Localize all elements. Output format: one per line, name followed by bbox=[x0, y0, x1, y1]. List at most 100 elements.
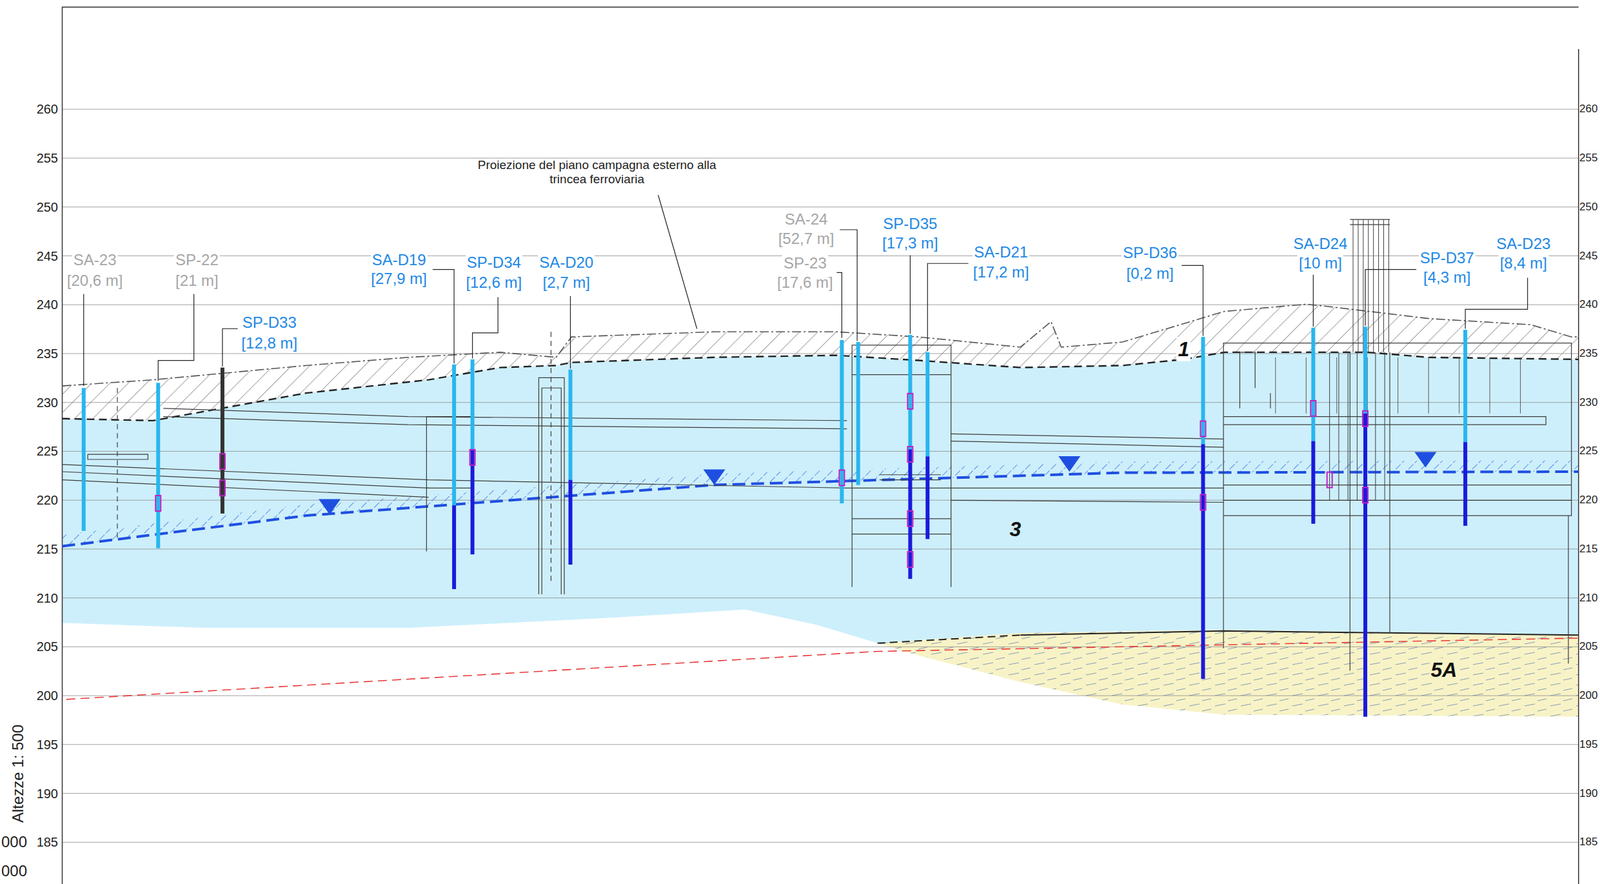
elevation-tick: 240 bbox=[1579, 297, 1598, 311]
column-line bbox=[1428, 357, 1430, 414]
borehole-name: SA-D21 bbox=[972, 243, 1030, 262]
structure-outline bbox=[538, 377, 565, 594]
annotation: Proiezione del piano campagna esterno al… bbox=[477, 158, 717, 188]
borehole bbox=[156, 382, 160, 548]
borehole-name: SA-23 bbox=[72, 251, 119, 270]
tower-line bbox=[1372, 219, 1374, 353]
column-line bbox=[1397, 357, 1399, 414]
column-line bbox=[1384, 352, 1386, 500]
tower-line bbox=[1378, 219, 1379, 353]
grid-line bbox=[62, 450, 1579, 452]
tower-line bbox=[1383, 219, 1384, 353]
elevation-tick: 195 bbox=[36, 736, 59, 752]
axis-dashed bbox=[550, 331, 552, 582]
borehole-screen bbox=[925, 455, 930, 539]
elevation-tick: 210 bbox=[1579, 591, 1598, 605]
tower-line bbox=[1388, 219, 1390, 353]
borehole bbox=[1363, 326, 1368, 413]
grid-line bbox=[62, 108, 1579, 110]
borehole-screen bbox=[470, 448, 475, 554]
column-line bbox=[1305, 357, 1307, 414]
leader-line bbox=[927, 263, 968, 351]
borehole-name: SP-23 bbox=[782, 254, 829, 273]
elevation-tick: 240 bbox=[36, 297, 59, 313]
borehole bbox=[908, 334, 912, 449]
grid-line bbox=[62, 841, 1579, 843]
borehole-depth: [27,9 m] bbox=[369, 269, 429, 288]
structure-outline bbox=[87, 454, 148, 460]
borehole-screen bbox=[1200, 443, 1205, 679]
grid-line bbox=[62, 206, 1579, 208]
borehole bbox=[925, 352, 930, 456]
borehole-depth: [2,7 m] bbox=[541, 273, 591, 292]
borehole-name: SP-D34 bbox=[465, 253, 523, 272]
leader-line bbox=[839, 229, 858, 341]
layer-number: 5A bbox=[1429, 657, 1459, 682]
permeability-test bbox=[1200, 421, 1206, 437]
layer-boundary bbox=[877, 634, 1021, 643]
structure-outline bbox=[951, 433, 1224, 439]
elevation-tick: 250 bbox=[1579, 200, 1598, 214]
elevation-tick: 260 bbox=[1579, 103, 1598, 117]
borehole-depth: [12,6 m] bbox=[464, 273, 524, 292]
permeability-test bbox=[907, 510, 913, 527]
elevation-tick: 230 bbox=[1579, 395, 1598, 409]
structure-outline bbox=[426, 487, 472, 489]
elevation-tick: 205 bbox=[1579, 640, 1598, 654]
structure-outline bbox=[1269, 392, 1271, 409]
water-level-marker bbox=[318, 498, 341, 514]
elevation-tick: 235 bbox=[1579, 346, 1598, 360]
structure-outline bbox=[163, 416, 847, 429]
column-line bbox=[1520, 357, 1521, 414]
borehole-name: SP-D36 bbox=[1121, 244, 1179, 263]
permeability-test bbox=[1362, 486, 1368, 503]
structure-outline bbox=[426, 416, 472, 552]
borehole-depth: [12,8 m] bbox=[239, 334, 299, 353]
leader-line bbox=[222, 328, 238, 367]
borehole-depth: [17,2 m] bbox=[971, 263, 1031, 282]
structure-outline bbox=[1223, 343, 1572, 649]
leader-line bbox=[472, 296, 499, 358]
structure-outline bbox=[1223, 499, 1572, 501]
borehole bbox=[81, 387, 86, 531]
column-line bbox=[1338, 352, 1339, 500]
elevation-tick: 260 bbox=[36, 101, 59, 117]
permeability-test bbox=[907, 446, 913, 462]
borehole-screen bbox=[452, 504, 456, 589]
leader-line bbox=[1181, 265, 1203, 336]
scale-label: 000 bbox=[1, 832, 28, 851]
elevation-tick: 230 bbox=[36, 394, 59, 410]
layer-boundary bbox=[1020, 630, 1579, 635]
column-line bbox=[1274, 357, 1276, 414]
frame bbox=[1578, 49, 1580, 884]
borehole-screen bbox=[908, 448, 912, 579]
leader-line bbox=[432, 269, 455, 364]
elevation-tick: 245 bbox=[1579, 249, 1598, 263]
permeability-test bbox=[907, 551, 913, 567]
borehole bbox=[470, 359, 475, 449]
structure-outline bbox=[1349, 352, 1351, 671]
borehole-depth: [17,3 m] bbox=[880, 234, 940, 253]
elevation-tick: 210 bbox=[36, 590, 59, 605]
elevation-tick: 215 bbox=[1579, 542, 1598, 556]
borehole-depth: [8,4 m] bbox=[1498, 254, 1549, 273]
borehole-depth: [21 m] bbox=[174, 271, 220, 290]
structure-outline bbox=[1567, 515, 1569, 663]
layer-number: 3 bbox=[1007, 516, 1023, 541]
water-level-marker bbox=[1058, 455, 1081, 472]
axis-dashed bbox=[116, 387, 118, 541]
elevation-tick: 215 bbox=[36, 541, 59, 556]
leader-line bbox=[909, 255, 911, 335]
structure-outline bbox=[1223, 484, 1572, 485]
borehole bbox=[452, 364, 456, 505]
borehole bbox=[568, 369, 573, 480]
structure-outline bbox=[1239, 352, 1241, 409]
permeability-test bbox=[1362, 410, 1368, 427]
structure-outline bbox=[163, 408, 847, 421]
borehole bbox=[1311, 327, 1315, 442]
leader-line bbox=[658, 194, 698, 329]
elevation-tick: 220 bbox=[36, 492, 59, 508]
elevation-tick: 255 bbox=[36, 150, 59, 166]
